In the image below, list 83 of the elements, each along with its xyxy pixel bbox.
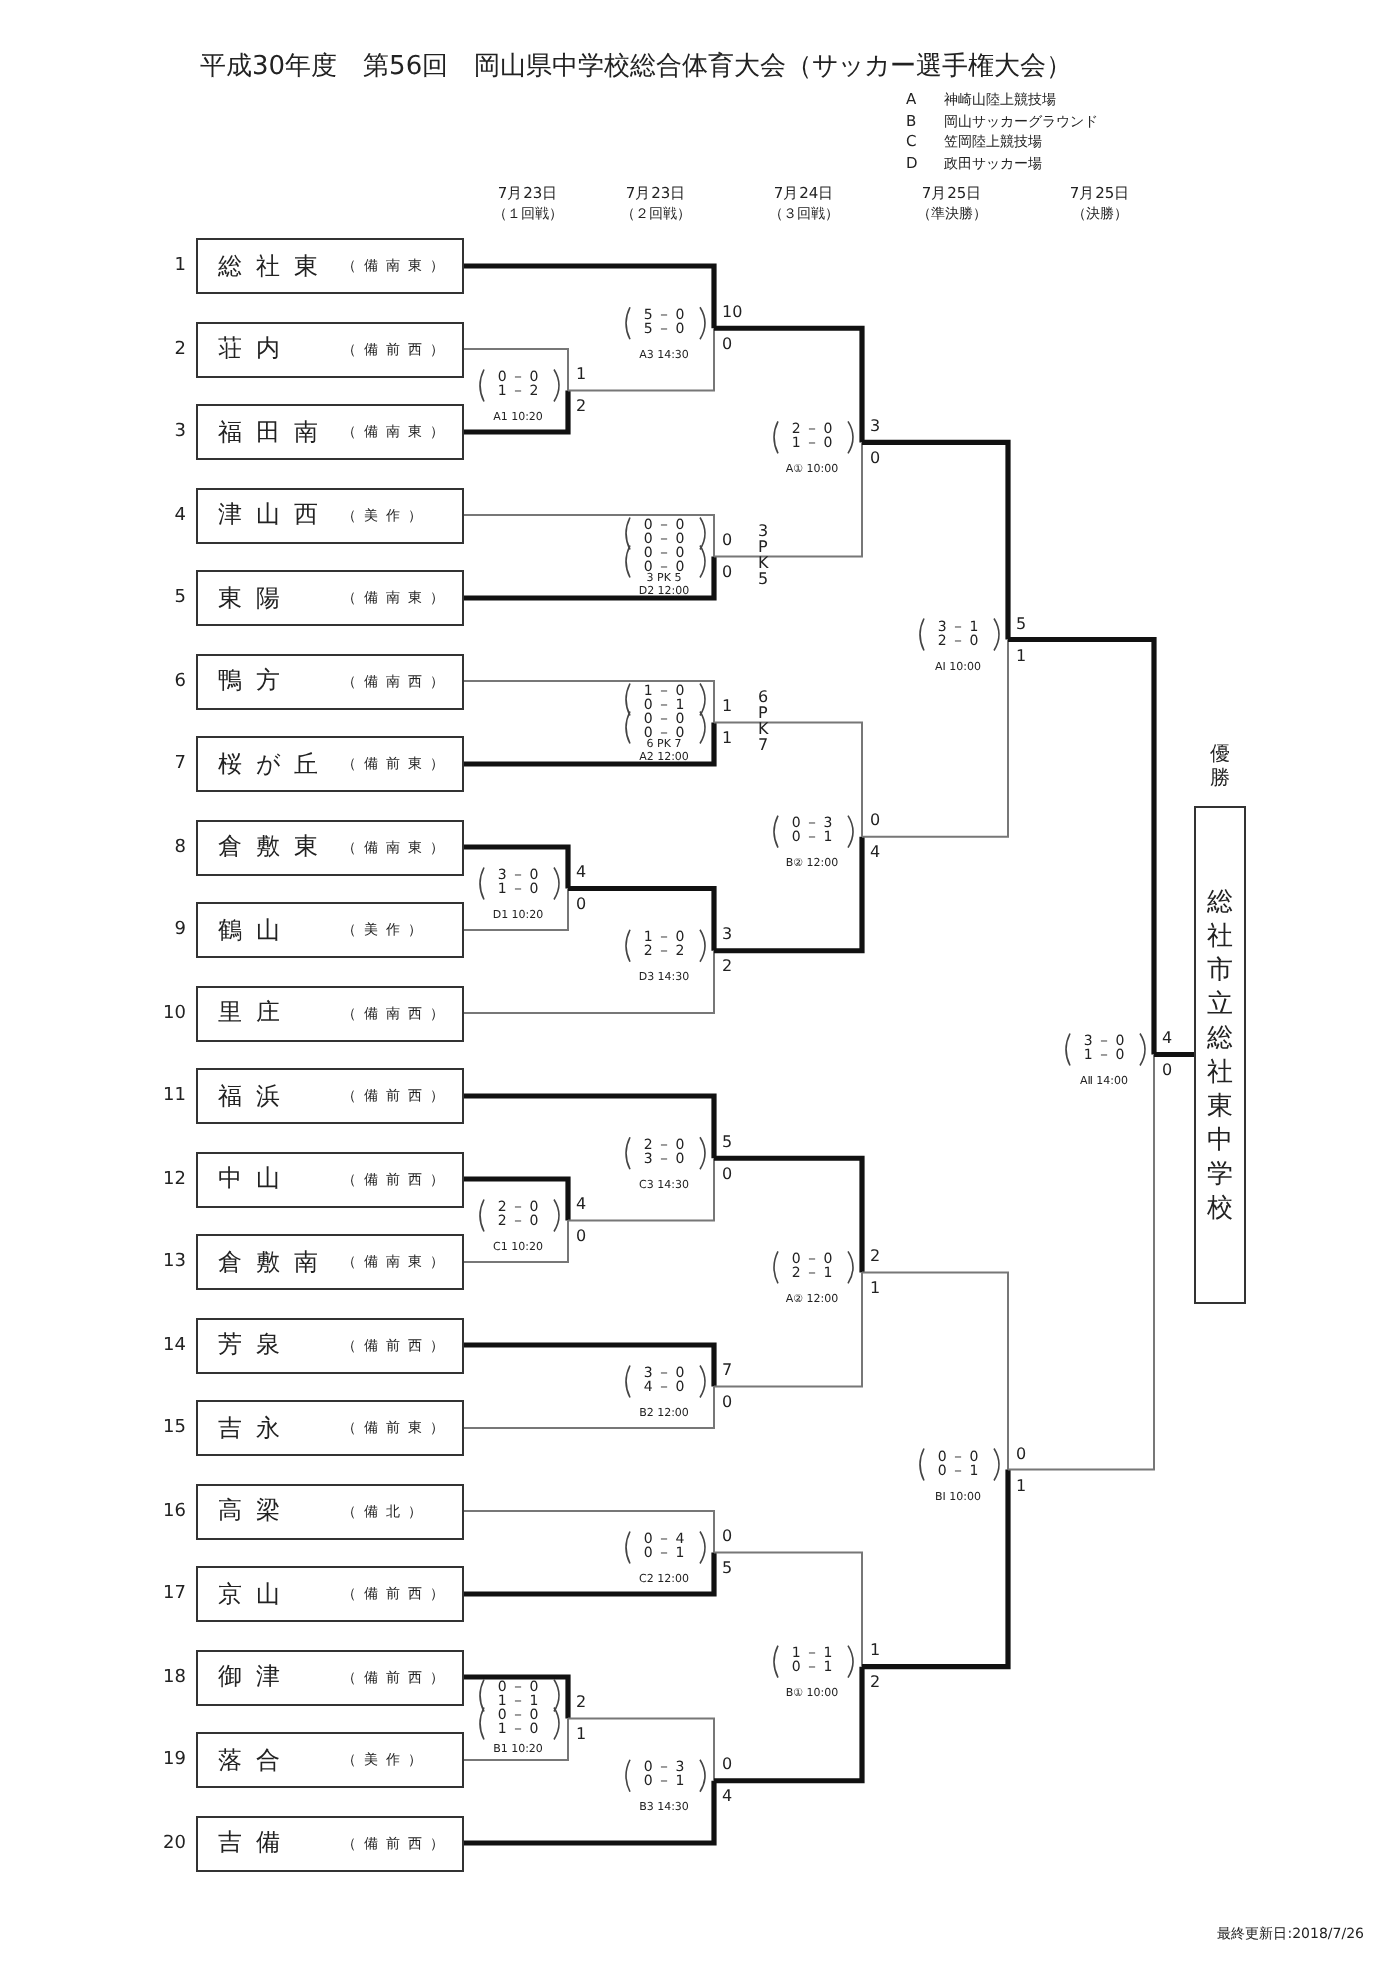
seed-number: 16 (161, 1501, 186, 1521)
team-name: 京山 (218, 1577, 296, 1611)
team-name: 福田南 (218, 415, 334, 449)
team-name: 鶴山 (218, 913, 296, 947)
goal-count: 10 (722, 303, 743, 322)
goal-count: 4 (1162, 1029, 1173, 1048)
team-name: 鴨方 (218, 664, 296, 698)
seed-number: 20 (161, 1833, 186, 1853)
team-name: 荘内 (218, 332, 296, 366)
seed-number: 7 (172, 754, 186, 774)
team-name: 総社東 (218, 249, 334, 283)
goal-count: 2 (870, 1247, 881, 1266)
team-name: 御津 (218, 1660, 296, 1694)
goal-count: 4 (576, 1195, 587, 1214)
team-name: 倉敷東 (218, 830, 334, 864)
goal-count: 0 (870, 449, 881, 468)
seed-number: 1 (172, 256, 186, 276)
goal-count: 0 (722, 531, 733, 550)
seed-number: 6 (172, 671, 186, 691)
goal-count: 7 (722, 1361, 733, 1380)
team-name: 東陽 (218, 581, 296, 615)
goal-count: 0 (722, 563, 733, 582)
goal-count: 0 (1162, 1061, 1173, 1080)
champion-box: 総社市立総社東中学校 (1194, 806, 1246, 1304)
goal-count: 0 (722, 1393, 733, 1412)
goal-count: 3 (870, 417, 881, 436)
team-name: 芳泉 (218, 1328, 296, 1362)
penalty-score: 3PK5 (758, 524, 771, 589)
team-name: 桜が丘 (218, 747, 334, 781)
goal-count: 4 (870, 843, 881, 862)
team-name: 福浜 (218, 1079, 296, 1113)
goal-count: 1 (870, 1641, 881, 1660)
seed-number: 14 (161, 1335, 186, 1355)
goal-count: 0 (722, 1165, 733, 1184)
seed-number: 4 (172, 505, 186, 525)
team-name: 中山 (218, 1162, 296, 1196)
goal-count: 4 (722, 1787, 733, 1806)
goal-count: 1 (1016, 1476, 1027, 1495)
seed-number: 12 (161, 1169, 186, 1189)
goal-count: 1 (1016, 646, 1027, 665)
penalty-score: 6PK7 (758, 690, 771, 755)
team-name: 落合 (218, 1743, 296, 1777)
goal-count: 2 (576, 397, 587, 416)
goal-count: 2 (722, 957, 733, 976)
goal-count: 1 (722, 697, 733, 716)
goal-count: 0 (722, 335, 733, 354)
winner-heading: 優勝 (1210, 744, 1230, 792)
seed-number: 13 (161, 1252, 186, 1272)
goal-count: 1 (576, 365, 587, 384)
goal-count: 5 (722, 1559, 733, 1578)
goal-count: 0 (1016, 1444, 1027, 1463)
seed-number: 19 (161, 1750, 186, 1770)
seed-number: 11 (161, 1086, 186, 1106)
seed-number: 18 (161, 1667, 186, 1687)
goal-count: 0 (722, 1755, 733, 1774)
seed-number: 10 (161, 1003, 186, 1023)
goal-count: 5 (722, 1133, 733, 1152)
seed-number: 15 (161, 1418, 186, 1438)
seed-number: 8 (172, 837, 186, 857)
goal-count: 2 (576, 1693, 587, 1712)
seed-number: 3 (172, 422, 186, 442)
team-name: 津山西 (218, 498, 334, 532)
goal-count: 3 (722, 925, 733, 944)
goal-count: 4 (576, 863, 587, 882)
goal-count: 0 (576, 895, 587, 914)
goal-count: 1 (576, 1725, 587, 1744)
goal-count: 0 (722, 1527, 733, 1546)
goal-count: 2 (870, 1673, 881, 1692)
team-name: 倉敷南 (218, 1245, 334, 1279)
title: 平成30年度 第56回 岡山県中学校総合体育大会（サッカー選手権大会） (200, 49, 1073, 84)
goal-count: 1 (870, 1279, 881, 1298)
seed-number: 9 (172, 920, 186, 940)
seed-number: 17 (161, 1584, 186, 1604)
goal-count: 1 (722, 729, 733, 748)
goal-count: 0 (576, 1227, 587, 1246)
goal-count: 5 (1016, 614, 1027, 633)
team-name: 吉備 (218, 1826, 296, 1860)
team-name: 吉永 (218, 1411, 296, 1445)
team-name: 高梁 (218, 1494, 296, 1528)
seed-number: 5 (172, 588, 186, 608)
goal-count: 0 (870, 811, 881, 830)
team-name: 里庄 (218, 996, 296, 1030)
seed-number: 2 (172, 339, 186, 359)
